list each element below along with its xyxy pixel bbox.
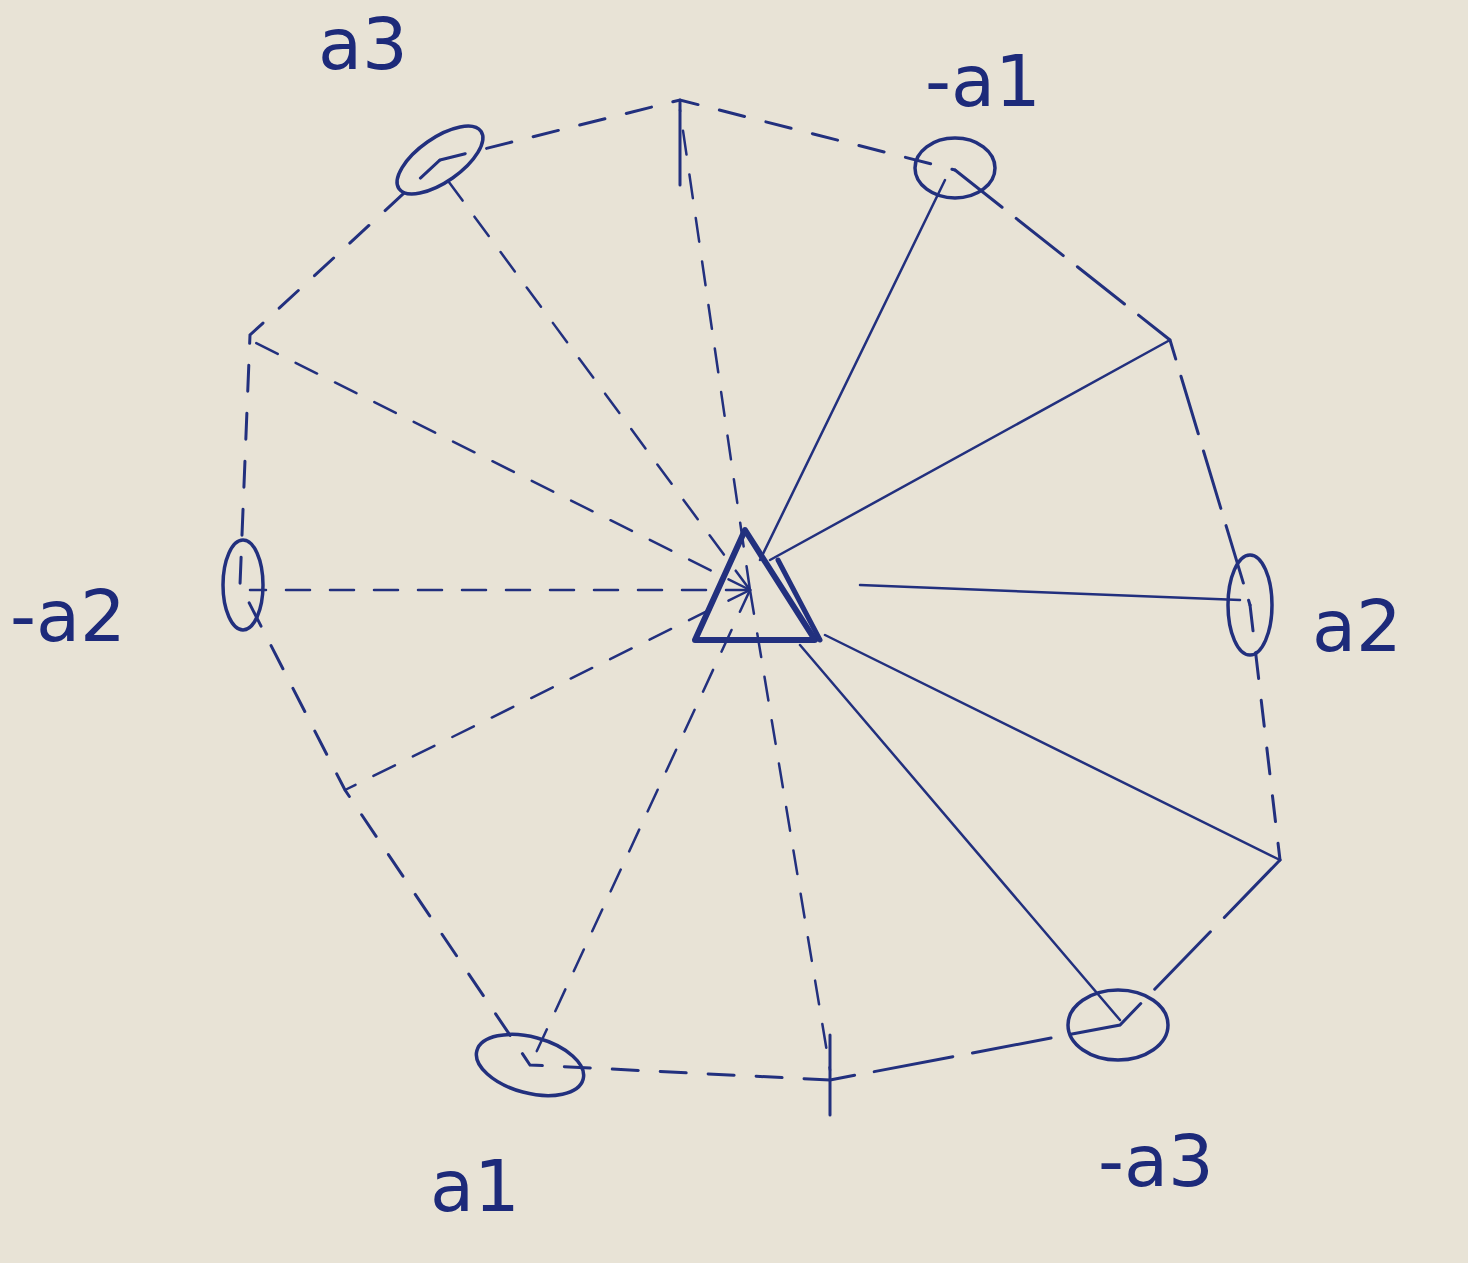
radial-line [800, 645, 1120, 1020]
root-label: a1 [430, 1150, 520, 1222]
root-label: -a3 [1098, 1125, 1214, 1197]
tick [829, 1035, 832, 1115]
root-circle [1228, 555, 1272, 655]
radial-line [250, 589, 750, 592]
root-label: -a1 [925, 45, 1041, 117]
root-label: -a2 [10, 580, 126, 652]
outline [240, 160, 830, 1080]
radial-line [680, 110, 750, 590]
root-circle [1068, 990, 1168, 1060]
outline [830, 860, 1280, 1080]
radial-line [760, 180, 945, 560]
outline [440, 100, 955, 170]
radial-line [770, 340, 1170, 560]
radial-line [345, 590, 750, 790]
root-circle [223, 540, 263, 630]
center-triangle [778, 560, 820, 640]
root-circle [470, 1024, 591, 1107]
radial-line [860, 585, 1240, 600]
root-label: a3 [318, 8, 408, 80]
center-triangle [695, 530, 815, 640]
root-circle [915, 138, 995, 198]
radial-line [535, 590, 750, 1055]
radial-line [440, 170, 750, 590]
outline [955, 170, 1250, 605]
radial-line [750, 590, 830, 1070]
root-circle [386, 113, 493, 206]
radial-line [825, 635, 1280, 860]
tick [679, 100, 682, 185]
root-label: a2 [1312, 590, 1402, 662]
radial-line [250, 340, 750, 590]
